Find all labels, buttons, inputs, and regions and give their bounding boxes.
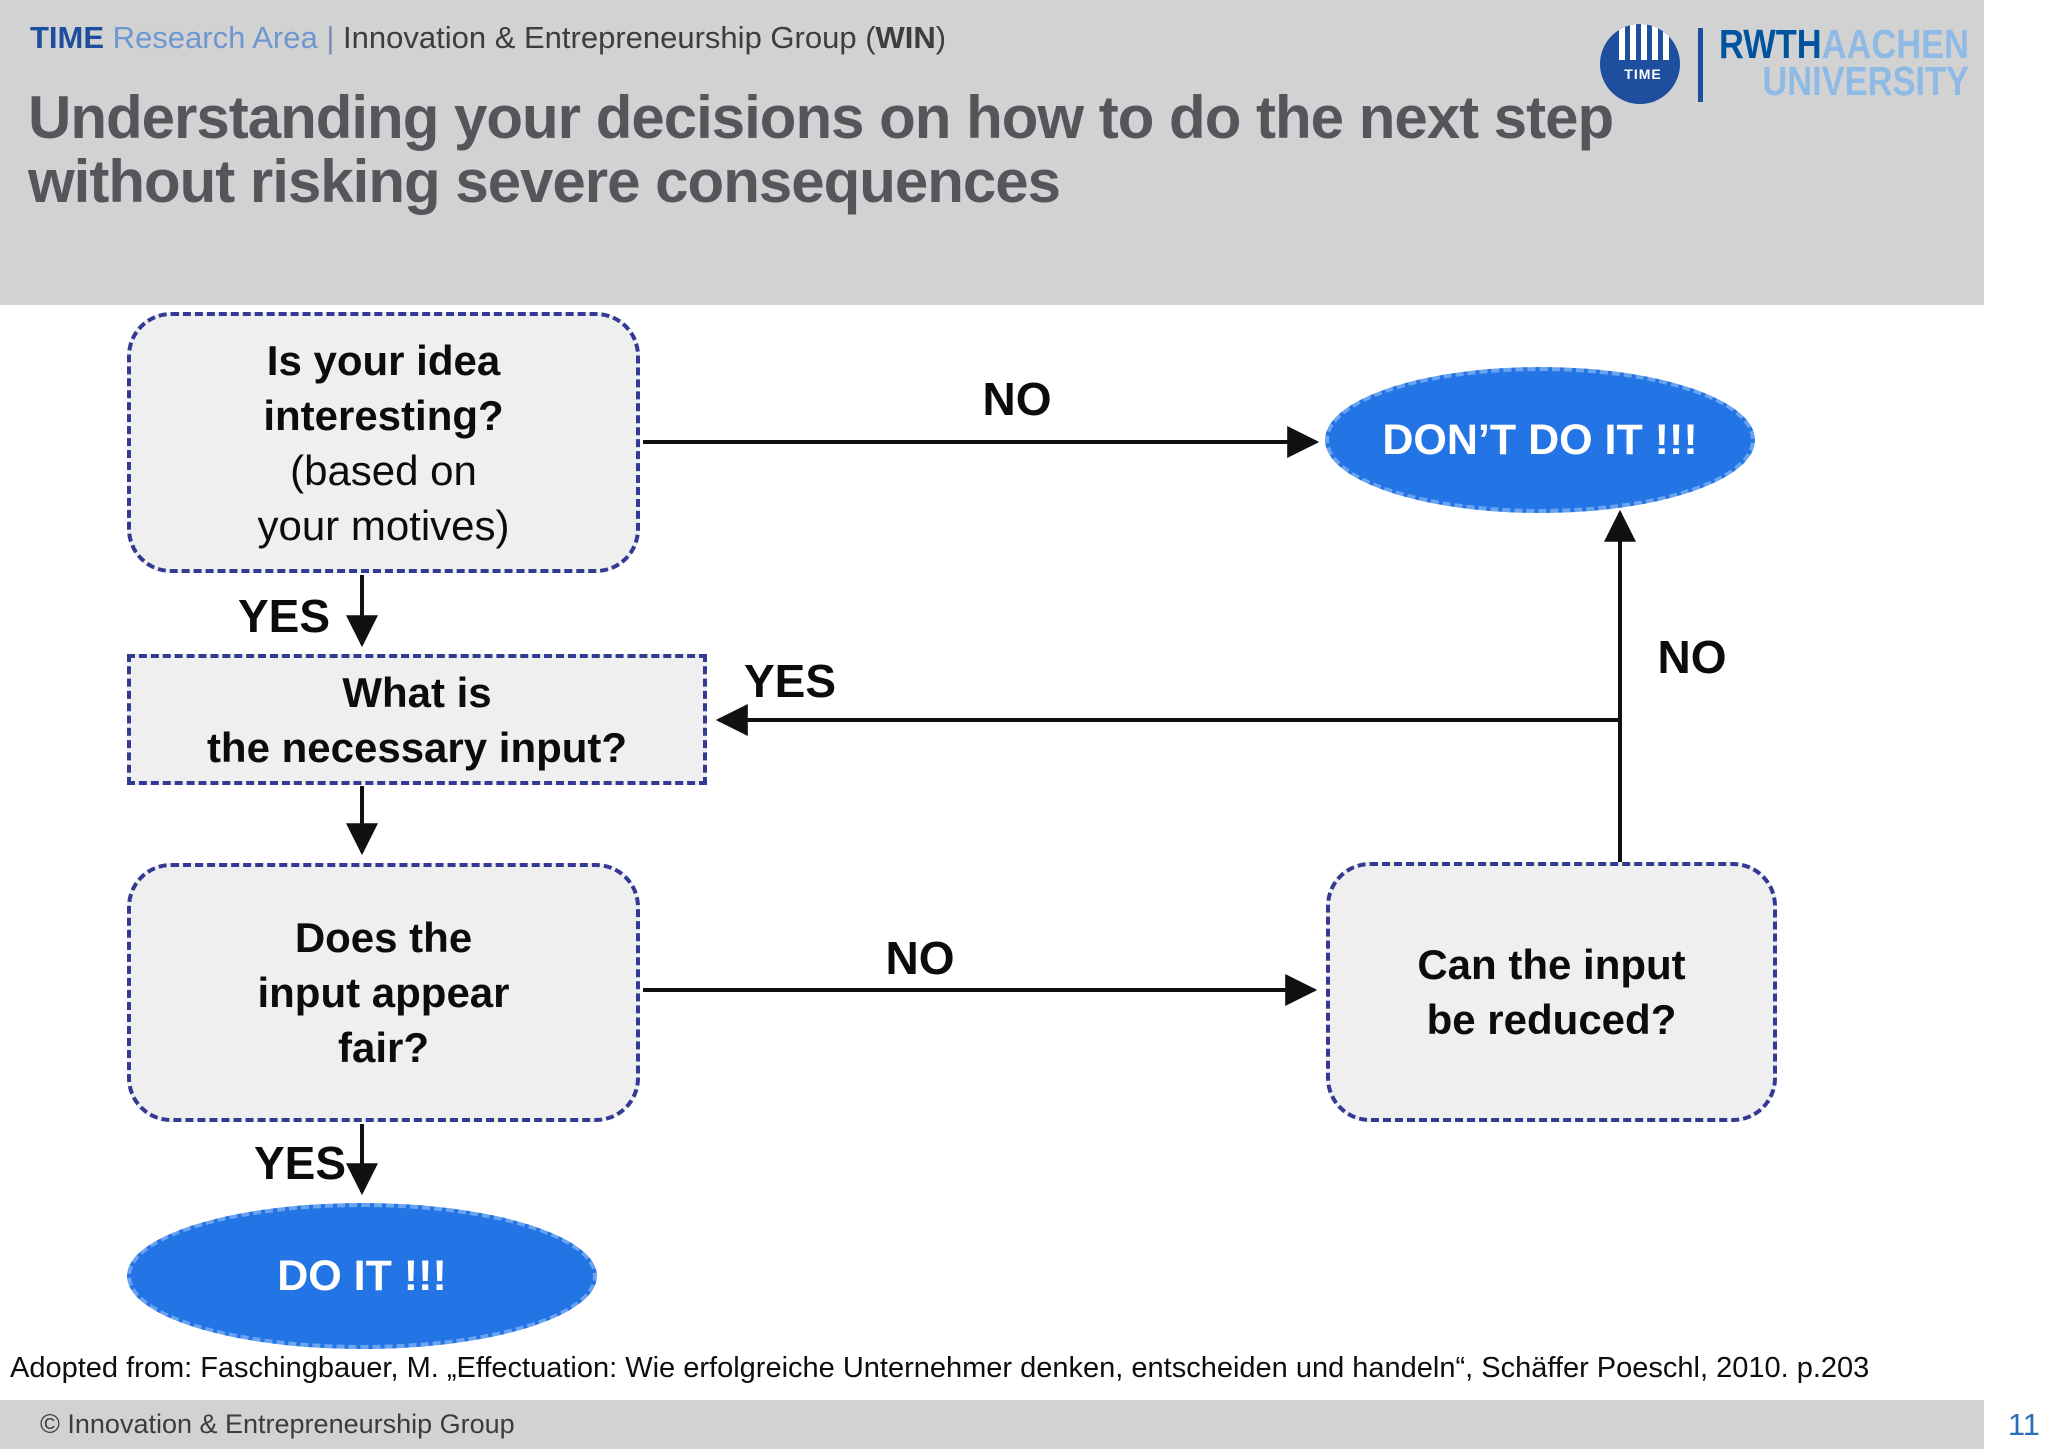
rwth-label: RWTH xyxy=(1719,21,1822,67)
node-text: interesting? xyxy=(263,391,504,439)
flow-terminal-dont-do-it: DON’T DO IT !!! xyxy=(1325,367,1755,513)
citation-text: Adopted from: Faschingbauer, M. „Effectu… xyxy=(10,1352,1870,1384)
time-logo-label: TIME xyxy=(1624,66,1662,82)
footer-bar: © Innovation & Entrepreneurship Group xyxy=(0,1400,1984,1449)
terminal-label: DON’T DO IT !!! xyxy=(1382,415,1698,464)
flow-node-necessary-input: What is the necessary input? xyxy=(127,654,707,785)
brand-time: TIME xyxy=(30,20,105,55)
flow-terminal-do-it: DO IT !!! xyxy=(127,1203,597,1349)
node-text: be reduced? xyxy=(1426,996,1677,1043)
edge-label-no: NO xyxy=(1657,631,1727,683)
node-text: the necessary input? xyxy=(206,723,628,771)
node-text: (based on xyxy=(290,446,477,494)
node-text: What is xyxy=(342,668,492,716)
brand-group-win: WIN xyxy=(875,20,936,55)
node-text: your motives) xyxy=(257,501,510,549)
logo-divider xyxy=(1698,28,1703,102)
edge-label-yes: YES xyxy=(237,590,331,642)
brand-research-area: Research Area xyxy=(104,20,327,55)
node-text: Does the xyxy=(294,914,473,961)
rwth-logo: TIME RWTHAACHEN UNIVERSITY xyxy=(1600,24,2017,108)
brand-group-prefix: Innovation & Entrepreneurship Group ( xyxy=(343,20,876,55)
flow-node-input-fair: Does the input appear fair? xyxy=(127,863,640,1122)
breadcrumb: TIME Research Area | Innovation & Entrep… xyxy=(30,20,946,56)
page-title-line2: without risking severe consequences xyxy=(28,148,1061,215)
terminal-label: DO IT !!! xyxy=(277,1251,447,1300)
node-text: input appear xyxy=(257,969,510,1016)
edge-label-yes: YES xyxy=(253,1137,347,1189)
node-text: Can the input xyxy=(1417,941,1686,988)
time-logo-icon: TIME xyxy=(1600,24,1680,104)
university-label: UNIVERSITY xyxy=(1762,58,1970,104)
page-title: Understanding your decisions on how to d… xyxy=(28,86,1928,214)
node-text: fair? xyxy=(337,1024,429,1071)
rwth-wordmark: RWTHAACHEN UNIVERSITY xyxy=(1719,24,1970,104)
brand-separator: | xyxy=(326,20,344,55)
flow-node-idea-interesting: Is your idea interesting? (based on your… xyxy=(127,312,640,573)
time-logo-bars-icon xyxy=(1619,24,1669,60)
node-text: Is your idea xyxy=(266,336,501,384)
edge-label-no: NO xyxy=(885,932,955,984)
page-title-line1: Understanding your decisions on how to d… xyxy=(28,84,1614,151)
copyright-text: © Innovation & Entrepreneurship Group xyxy=(40,1409,515,1439)
edge-label-no: NO xyxy=(982,373,1052,425)
edge-label-yes: YES xyxy=(743,655,837,707)
aachen-label: AACHEN xyxy=(1821,21,1970,67)
flow-node-input-reduced: Can the input be reduced? xyxy=(1326,862,1777,1122)
brand-group-suffix: ) xyxy=(935,20,947,55)
page-number: 11 xyxy=(2007,1407,2040,1442)
